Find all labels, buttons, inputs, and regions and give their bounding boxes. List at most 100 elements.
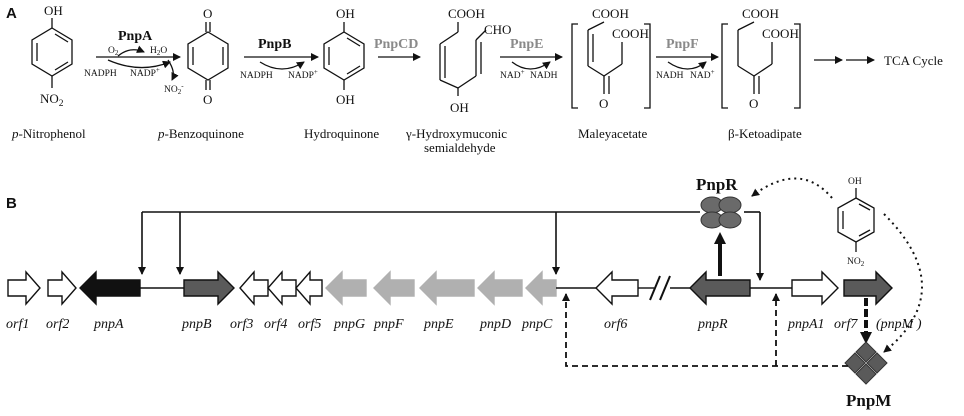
gene-arrow-orf3 <box>239 270 269 306</box>
p-nitrophenol-label: p-Nitrophenol <box>11 126 86 141</box>
benzoquinone-o-bottom: O <box>203 92 212 107</box>
gene-label-orf4: orf4 <box>264 317 287 332</box>
gene-label-pnpa: pnpA <box>93 317 124 332</box>
ketoadipate-cooh-2: COOH <box>762 26 799 41</box>
cofactor-nadh-e: NADH <box>530 71 558 81</box>
cofactor-nad-e: NAD+ <box>500 68 525 81</box>
p-nitrophenol-structure: OH NO2 <box>31 3 73 109</box>
hms-structure: COOH CHO OH <box>439 6 511 115</box>
cofactor-nadph-1: NADPH <box>84 69 117 79</box>
gene-arrow-pnpd <box>477 270 523 306</box>
gene-arrow-orf1 <box>7 270 41 306</box>
gene-label-pnpg: pnpG <box>333 317 365 332</box>
hms-label-2: semialdehyde <box>424 140 496 155</box>
ketoadipate-structure: COOH COOH O <box>721 6 801 111</box>
gene-arrow-orf2 <box>47 270 77 306</box>
gene-label-pnpa1: pnpA1 <box>787 317 825 332</box>
hydroquinone-label: Hydroquinone <box>304 126 379 141</box>
gene-label-orf2: orf2 <box>46 317 69 332</box>
cofactor-nadp-2: NADP+ <box>288 68 318 81</box>
gene-arrow-orf7 <box>843 270 893 306</box>
gene-arrow-pnpa1 <box>791 270 839 306</box>
curve-nadph-nadp-2 <box>259 61 305 70</box>
hydroquinone-oh-top: OH <box>336 6 355 21</box>
gene-labels: orf1 orf2 pnpA pnpB orf3 orf4 orf5 pnpG … <box>6 317 922 332</box>
enzyme-pnpf: PnpF <box>666 37 699 52</box>
cofactor-o2: O2 <box>108 46 119 57</box>
gene-label-pnpe: pnpE <box>423 317 454 332</box>
pnpm-protein <box>844 341 888 385</box>
gene-arrow-pnpr <box>689 270 751 306</box>
gene-label-orf7: orf7 <box>834 317 858 332</box>
gene-arrow-pnpe <box>419 270 475 306</box>
enzyme-pnpb: PnpB <box>258 37 291 52</box>
gene-arrow-pnpg <box>325 270 367 306</box>
inducer-to-pnpr <box>751 177 833 199</box>
gene-arrow-pnpf <box>373 270 415 306</box>
cofactor-nadp-1: NADP+ <box>130 66 160 79</box>
ketoadipate-label: β-Ketoadipate <box>728 126 802 141</box>
pnpm-protein-label: PnpM <box>846 391 891 410</box>
maleyacetate-cooh-2: COOH <box>612 26 649 41</box>
p-nitrophenol-no2: NO2 <box>40 91 64 109</box>
cofactor-nad-f: NAD+ <box>690 68 715 81</box>
curve-nadh-nad-f <box>667 61 707 70</box>
maleyacetate-structure: COOH COOH O <box>571 6 651 111</box>
p-nitrophenol-oh: OH <box>44 3 63 18</box>
ketoadipate-cooh-1: COOH <box>742 6 779 21</box>
break-mark-2 <box>659 275 671 301</box>
gene-label-pnpc: pnpC <box>521 317 553 332</box>
gene-label-orf1: orf1 <box>6 317 29 332</box>
gene-label-pnpb: pnpB <box>181 317 212 332</box>
tca-cycle-label: TCA Cycle <box>884 53 943 68</box>
gene-arrow-orf5 <box>295 270 323 306</box>
hms-cooh: COOH <box>448 6 485 21</box>
inducer-no2: NO2 <box>847 257 865 268</box>
maleyacetate-label: Maleyacetate <box>578 126 648 141</box>
cofactor-no2-minus: NO2- <box>164 82 184 96</box>
curve-nad-nadh-e <box>511 61 551 70</box>
ketoadipate-o: O <box>749 96 758 111</box>
hydroquinone-structure: OH OH <box>323 6 365 107</box>
panel-label-b: B <box>6 195 17 212</box>
gene-arrow-pnpc <box>525 270 557 306</box>
hms-cho: CHO <box>484 22 511 37</box>
p-benzoquinone-label: p-Benzoquinone <box>157 126 244 141</box>
gene-label-orf6: orf6 <box>604 317 627 332</box>
hms-label-1: γ-Hydroxymuconic <box>405 126 507 141</box>
pnpr-protein <box>700 196 742 229</box>
curve-nadph-nadp <box>107 59 171 69</box>
gene-label-pnpd: pnpD <box>479 317 511 332</box>
gene-cluster <box>7 270 893 306</box>
maleyacetate-o: O <box>599 96 608 111</box>
panel-label-a: A <box>6 5 17 22</box>
gene-label-orf3: orf3 <box>230 317 253 332</box>
gene-arrow-orf6 <box>595 270 639 306</box>
break-mark-1 <box>649 275 661 301</box>
gene-label-pnpm: (pnpM ) <box>876 317 922 332</box>
benzoquinone-o-top: O <box>203 6 212 21</box>
cofactor-h2o: H2O <box>150 46 167 57</box>
gene-label-pnpr: pnpR <box>697 317 728 332</box>
gene-label-pnpf: pnpF <box>373 317 404 332</box>
maleyacetate-cooh-1: COOH <box>592 6 629 21</box>
gene-arrow-orf4 <box>267 270 297 306</box>
hms-oh: OH <box>450 100 469 115</box>
enzyme-pnpe: PnpE <box>510 37 543 52</box>
cofactor-nadh-f: NADH <box>656 71 684 81</box>
pnpr-protein-label: PnpR <box>696 175 738 194</box>
gene-label-orf5: orf5 <box>298 317 321 332</box>
enzyme-pnpcd: PnpCD <box>374 37 418 52</box>
p-benzoquinone-structure: O O <box>187 6 229 107</box>
cofactor-nadph-2: NADPH <box>240 71 273 81</box>
hydroquinone-oh-bottom: OH <box>336 92 355 107</box>
enzyme-pnpa: PnpA <box>118 29 153 44</box>
curve-no2 <box>167 59 179 81</box>
inducer-oh: OH <box>848 177 862 187</box>
pnpm-activation-pnpc <box>562 293 848 367</box>
curve-o2-h2o <box>117 45 145 57</box>
inducer-p-nitrophenol: OH NO2 <box>837 177 875 268</box>
gene-arrow-pnpa <box>79 270 141 306</box>
